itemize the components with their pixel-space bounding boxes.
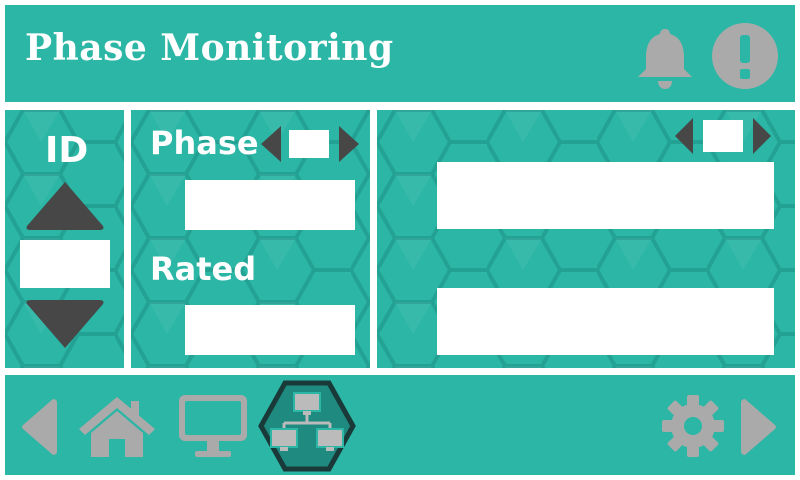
monitor-icon[interactable] bbox=[177, 393, 249, 459]
readings-panel bbox=[377, 110, 795, 368]
readings-selector-field[interactable] bbox=[703, 120, 743, 152]
phase-prev-icon[interactable] bbox=[257, 124, 285, 164]
alert-icon[interactable] bbox=[710, 21, 780, 91]
readings-prev-icon[interactable] bbox=[671, 116, 697, 156]
phase-value-field[interactable] bbox=[185, 180, 355, 230]
gear-icon[interactable] bbox=[660, 393, 726, 459]
rated-value-field[interactable] bbox=[185, 305, 355, 355]
forward-icon[interactable] bbox=[739, 397, 779, 457]
network-icon[interactable] bbox=[257, 379, 357, 473]
reading-field-1[interactable] bbox=[437, 162, 774, 229]
header-bar: Phase Monitoring bbox=[5, 5, 795, 102]
phase-label: Phase bbox=[150, 124, 259, 162]
bell-icon[interactable] bbox=[630, 23, 700, 93]
phase-panel: Phase Rated bbox=[131, 110, 370, 368]
page-title: Phase Monitoring bbox=[25, 27, 394, 69]
home-icon[interactable] bbox=[77, 393, 157, 459]
phase-next-icon[interactable] bbox=[335, 124, 363, 164]
id-value-field[interactable] bbox=[20, 240, 110, 288]
id-label: ID bbox=[45, 130, 89, 171]
down-arrow-icon[interactable] bbox=[23, 298, 107, 352]
up-arrow-icon[interactable] bbox=[23, 178, 107, 232]
id-panel: ID bbox=[5, 110, 124, 368]
readings-next-icon[interactable] bbox=[749, 116, 775, 156]
phase-selector-field[interactable] bbox=[289, 130, 329, 158]
rated-label: Rated bbox=[150, 250, 257, 288]
reading-field-2[interactable] bbox=[437, 288, 774, 355]
back-icon[interactable] bbox=[19, 397, 59, 457]
footer-bar bbox=[5, 375, 795, 475]
